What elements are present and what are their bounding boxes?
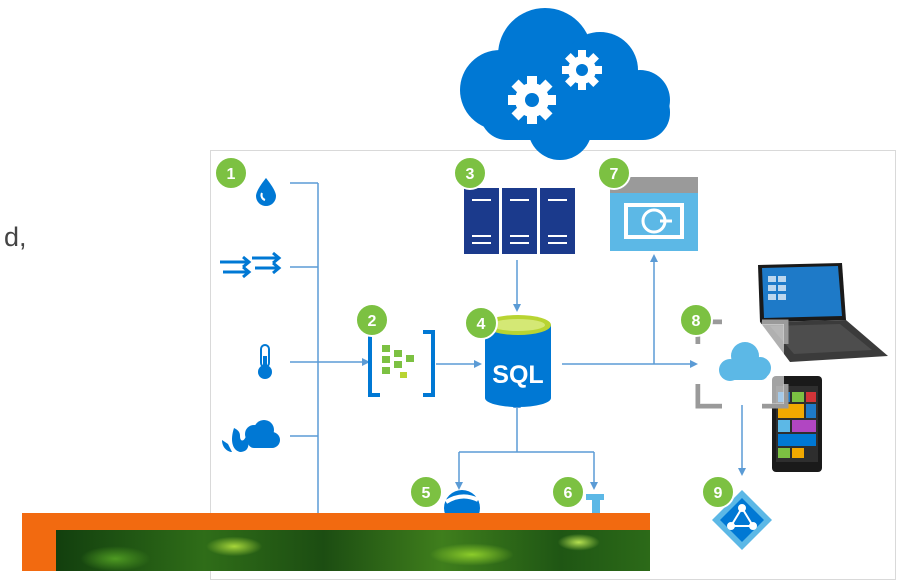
partial-caption-text: d, bbox=[4, 222, 27, 252]
badge-1-label: 1 bbox=[227, 166, 236, 183]
weather-cloud-icon bbox=[222, 420, 280, 452]
badge-3: 3 bbox=[453, 156, 487, 190]
badge-6-label: 6 bbox=[564, 485, 573, 502]
badge-9: 9 bbox=[701, 475, 735, 509]
badge-4: 4 bbox=[464, 306, 498, 340]
cloud-gear-icon bbox=[460, 8, 670, 160]
badge-8-label: 8 bbox=[692, 313, 701, 330]
step-badges: 1 2 3 4 5 6 7 8 bbox=[214, 156, 735, 509]
forest-photo bbox=[56, 530, 650, 571]
thermometer-icon bbox=[258, 344, 272, 379]
badge-7: 7 bbox=[597, 156, 631, 190]
badge-3-label: 3 bbox=[466, 166, 475, 183]
lab-flask-icon bbox=[586, 494, 604, 514]
water-drop-icon bbox=[256, 178, 276, 206]
data-factory-icon bbox=[610, 177, 698, 251]
badge-5: 5 bbox=[409, 475, 443, 509]
app-service-icon bbox=[695, 319, 789, 409]
event-hub-icon bbox=[368, 330, 435, 397]
badge-8: 8 bbox=[679, 303, 713, 337]
data-streams-icon bbox=[220, 251, 282, 279]
badge-6: 6 bbox=[551, 475, 585, 509]
badge-5-label: 5 bbox=[422, 485, 431, 502]
badge-1: 1 bbox=[214, 156, 248, 190]
sql-label: SQL bbox=[492, 361, 543, 389]
badge-7-label: 7 bbox=[610, 166, 619, 183]
arrowheads bbox=[362, 254, 746, 490]
badge-2: 2 bbox=[355, 303, 389, 337]
connector-lines bbox=[290, 182, 743, 515]
badge-2-label: 2 bbox=[368, 313, 377, 330]
badge-4-label: 4 bbox=[477, 316, 486, 333]
badge-9-label: 9 bbox=[714, 485, 723, 502]
tablet-device-icon bbox=[758, 263, 888, 362]
server-rack-icon bbox=[464, 188, 575, 254]
sql-database-icon: SQL bbox=[485, 315, 551, 407]
